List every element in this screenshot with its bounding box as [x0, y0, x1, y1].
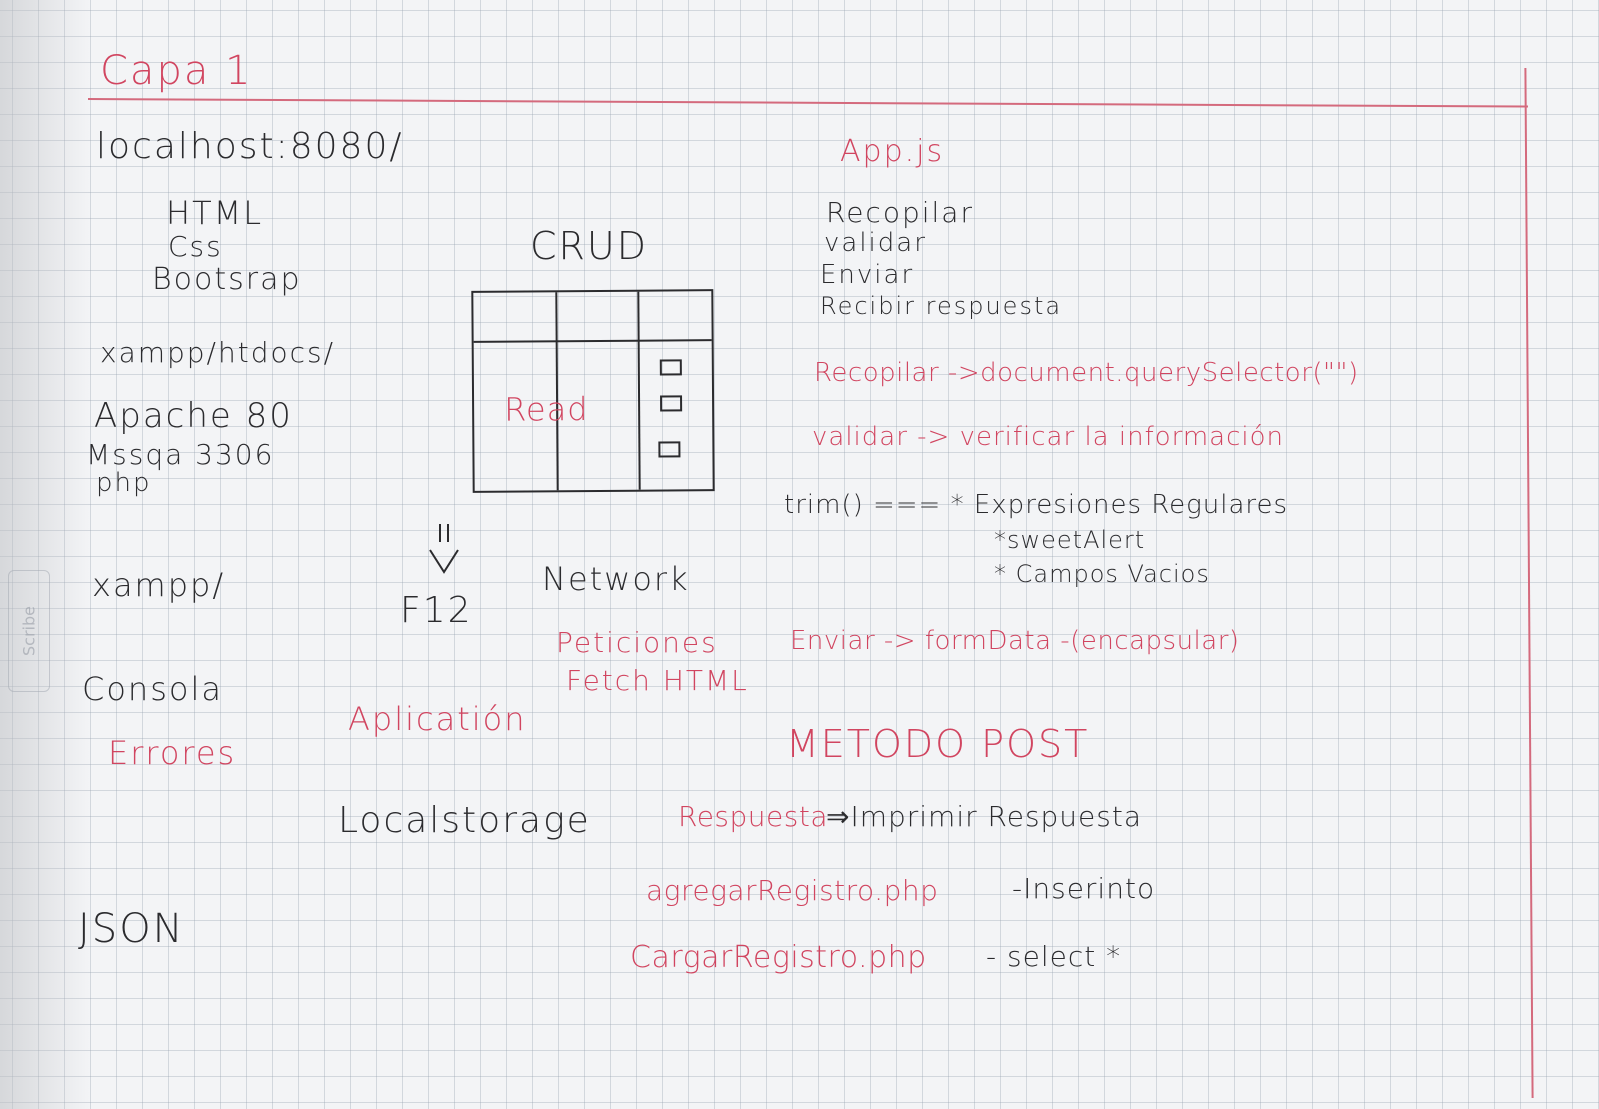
step-recopilar: Recopilar	[826, 196, 974, 229]
tech-bootstrap: Bootsrap	[152, 262, 302, 297]
respuesta-label: Respuesta	[678, 800, 828, 833]
checkbox-sketch	[659, 359, 682, 376]
table-header-line	[473, 339, 712, 343]
read-text: Read	[503, 390, 589, 429]
tech-html: HTML	[166, 194, 264, 232]
side-tab: Scribe	[8, 570, 50, 692]
step-enviar: Enviar	[820, 260, 915, 290]
validar-note: validar -> verificar la información	[812, 422, 1285, 452]
checkbox-sketch	[658, 441, 681, 458]
f12-text: F12	[400, 590, 473, 631]
consola-text: Consola	[82, 670, 223, 708]
recopilar-note: Recopilar ->document.querySelector("")	[814, 358, 1359, 388]
json-text: JSON	[78, 906, 185, 952]
peticiones-text: Peticiones	[556, 626, 718, 659]
side-tab-label: Scribe	[19, 606, 39, 656]
page-title: Capa 1	[100, 48, 253, 94]
xampp-text: xampp/	[92, 566, 226, 604]
imprimir-respuesta: ⇒Imprimir Respuesta	[826, 800, 1143, 833]
sweetalert-note: *sweetAlert	[994, 526, 1146, 554]
campos-vacios-note: * Campos Vacios	[994, 560, 1210, 588]
enviar-note: Enviar -> formData -(encapsular)	[790, 626, 1240, 656]
fetch-text: Fetch HTML	[566, 664, 749, 697]
table-col-line	[637, 291, 641, 490]
apache-text: Apache 80	[94, 396, 293, 436]
select-all: - select *	[986, 940, 1122, 973]
step-validar: validar	[824, 228, 927, 258]
arrow-down-icon	[429, 524, 459, 574]
appjs-title: App.js	[840, 134, 945, 169]
tech-css: Css	[168, 230, 223, 263]
mssqa-text: Mssqa 3306	[86, 438, 275, 471]
localstorage-text: Localstorage	[338, 800, 591, 841]
crud-title: CRUD	[530, 224, 649, 268]
trim-note: trim() === * Expresiones Regulares	[784, 490, 1289, 520]
errores-text: Errores	[108, 734, 237, 772]
crud-table-sketch: Read	[471, 289, 715, 493]
aplication-text: Aplicatión	[348, 700, 527, 738]
localhost-text: localhost:8080/	[96, 126, 404, 167]
page-shadow	[0, 0, 90, 1109]
network-text: Network	[542, 560, 690, 598]
xampp-htdocs-text: xampp/htdocs/	[100, 336, 336, 369]
agregar-registro: agregarRegistro.php	[646, 874, 939, 907]
metodo-post: METODO POST	[786, 722, 1090, 766]
cargar-registro: CargarRegistro.php	[630, 940, 927, 975]
insert-into: -Inserinto	[1012, 872, 1156, 905]
php-text: php	[96, 468, 152, 498]
checkbox-sketch	[660, 395, 683, 412]
step-recibir: Recibir respuesta	[820, 292, 1063, 320]
